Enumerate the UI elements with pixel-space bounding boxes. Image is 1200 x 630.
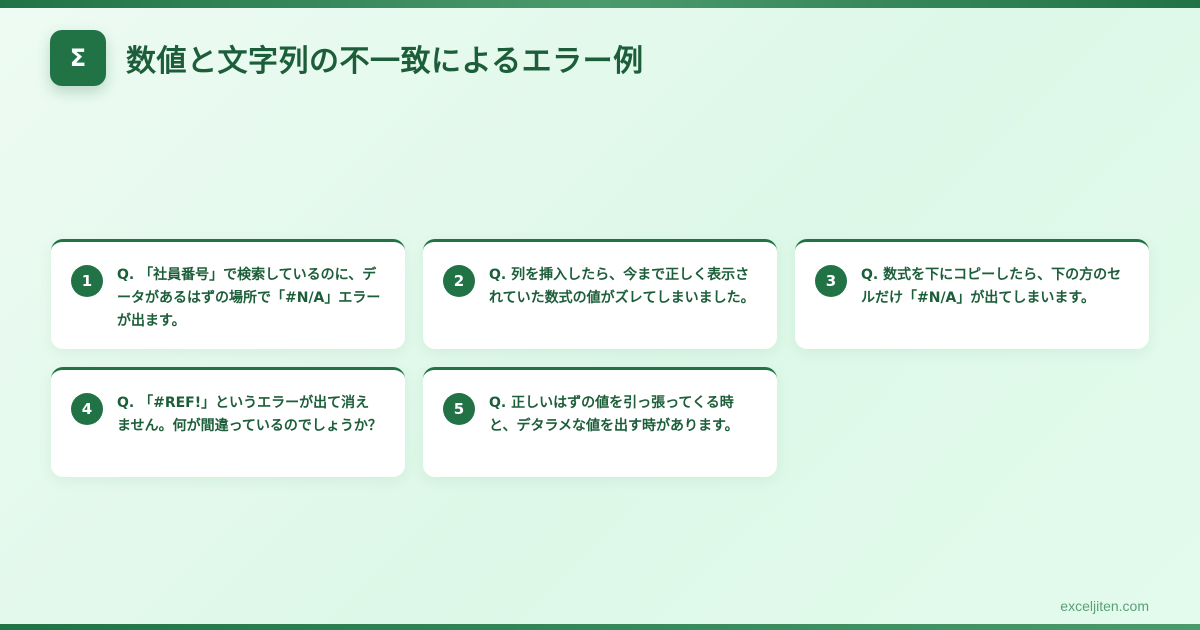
question-text: Q. 「社員番号」で検索しているのに、データがあるはずの場所で「#N/A」エラー… <box>117 267 381 329</box>
question-text: Q. 正しいはずの値を引っ張ってくる時と、デタラメな値を出す時があります。 <box>489 395 739 434</box>
sigma-icon: Σ <box>50 30 106 86</box>
page-header: Σ 数値と文字列の不一致によるエラー例 <box>50 30 644 86</box>
number-badge: 3 <box>815 265 847 297</box>
number-badge: 1 <box>71 265 103 297</box>
site-domain: exceljiten.com <box>1060 598 1149 614</box>
question-card-grid: 1 Q. 「社員番号」で検索しているのに、データがあるはずの場所で「#N/A」エ… <box>51 239 1149 477</box>
bottom-accent-bar <box>0 624 1200 630</box>
number-badge: 5 <box>443 393 475 425</box>
number-badge: 2 <box>443 265 475 297</box>
question-card-4[interactable]: 4 Q. 「#REF!」というエラーが出て消えません。何が間違っているのでしょう… <box>51 367 405 477</box>
question-text: Q. 数式を下にコピーしたら、下の方のセルだけ「#N/A」が出てしまいます。 <box>861 267 1122 306</box>
page-title: 数値と文字列の不一致によるエラー例 <box>126 44 644 79</box>
top-accent-bar <box>0 0 1200 8</box>
question-text: Q. 「#REF!」というエラーが出て消えません。何が間違っているのでしょうか？ <box>117 395 382 434</box>
question-card-1[interactable]: 1 Q. 「社員番号」で検索しているのに、データがあるはずの場所で「#N/A」エ… <box>51 239 405 349</box>
question-card-2[interactable]: 2 Q. 列を挿入したら、今まで正しく表示されていた数式の値がズレてしまいました… <box>423 239 777 349</box>
question-card-5[interactable]: 5 Q. 正しいはずの値を引っ張ってくる時と、デタラメな値を出す時があります。 <box>423 367 777 477</box>
question-text: Q. 列を挿入したら、今まで正しく表示されていた数式の値がズレてしまいました。 <box>489 267 755 306</box>
number-badge: 4 <box>71 393 103 425</box>
question-card-3[interactable]: 3 Q. 数式を下にコピーしたら、下の方のセルだけ「#N/A」が出てしまいます。 <box>795 239 1149 349</box>
